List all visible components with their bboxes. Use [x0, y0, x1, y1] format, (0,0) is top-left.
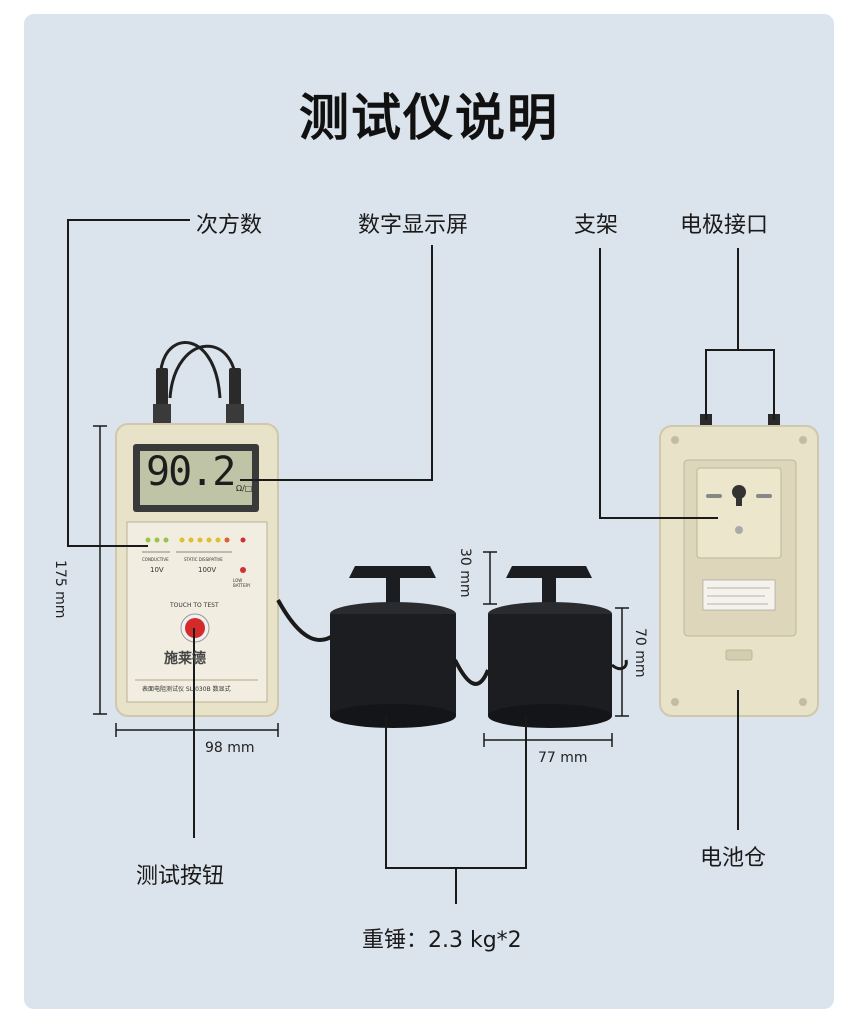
- callout-lines: [67, 219, 775, 904]
- dimension-lines: [93, 425, 629, 747]
- callout-display: 数字显示屏: [358, 213, 469, 238]
- callout-weight: 重锤：2.3 kg*2: [362, 928, 522, 953]
- lcd-reading: 90.2: [146, 449, 236, 495]
- weight-right: [488, 566, 612, 728]
- scale-section-right: STATIC DISSIPATIVE: [184, 557, 223, 562]
- back-label-sticker: [702, 579, 776, 611]
- lcd-unit: Ω/□: [236, 484, 253, 493]
- button-caption: TOUCH TO TEST: [170, 602, 219, 609]
- led-indicator-row: [145, 537, 246, 573]
- tester-back: [659, 414, 819, 717]
- dim-weight-height-label: 70 mm: [632, 628, 648, 678]
- brand-logo: 施莱德: [164, 651, 206, 667]
- page-title: 测试仪说明: [299, 89, 559, 147]
- callout-electrode: 电极接口: [680, 213, 769, 238]
- callout-line-weight: [385, 716, 527, 869]
- callout-line-display: [240, 245, 433, 481]
- model-label: 表面电阻测试仪 SL-030B 数显式: [142, 686, 231, 693]
- lcd-screen: [140, 451, 252, 505]
- callout-stand: 支架: [574, 213, 619, 238]
- callout-line-electrode-a: [705, 248, 739, 420]
- callout-battery: 电池仓: [700, 846, 767, 871]
- connector-left: [156, 368, 168, 408]
- probe-cable-right: [168, 344, 238, 399]
- callout-line-electrode-b: [738, 349, 775, 420]
- scale-section-left: CONDUCTIVE: [142, 557, 169, 562]
- tester-faceplate: [126, 521, 268, 703]
- dim-weight-diameter-label: 77 mm: [538, 750, 588, 766]
- callout-line-range: [67, 219, 190, 547]
- kickstand[interactable]: [696, 467, 782, 559]
- dim-height-label: 175 mm: [52, 560, 68, 619]
- dim-handle-label: 30 mm: [457, 548, 473, 598]
- tester-front: [115, 341, 342, 717]
- callout-range: 次方数: [196, 213, 263, 238]
- callout-line-stand: [599, 248, 718, 519]
- dim-width-label: 98 mm: [205, 740, 255, 756]
- weight-left: [330, 566, 456, 728]
- scale-left-label: 10V: [150, 566, 164, 574]
- callout-button: 测试按钮: [136, 864, 225, 889]
- scale-right-label: 100V: [198, 566, 217, 574]
- low-battery-label: LOW BATTERY: [233, 578, 251, 588]
- connector-right: [229, 368, 241, 408]
